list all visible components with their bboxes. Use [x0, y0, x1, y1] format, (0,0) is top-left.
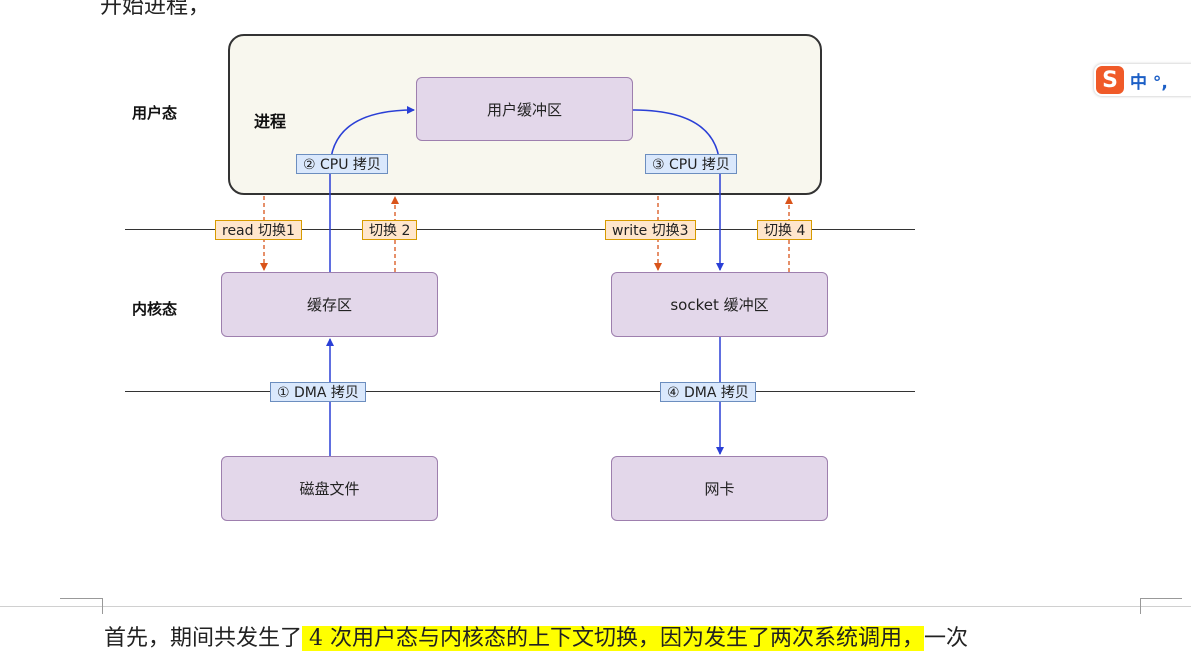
switch-4-tag: 切换 4 [757, 220, 813, 240]
page-corner-mark-left [60, 598, 102, 599]
process-label: 进程 [254, 112, 287, 131]
user-mode-label: 用户态 [132, 104, 178, 122]
body-text-suffix: 一次 [924, 626, 969, 651]
sogou-logo-icon[interactable]: S [1096, 66, 1124, 94]
kernel-cache-box: 缓存区 [221, 272, 438, 337]
cpu-copy-tag-2: ② CPU 拷贝 [296, 154, 388, 174]
page-corner-mark-left-v [102, 598, 103, 614]
page-separator [0, 606, 1191, 607]
kernel-hardware-boundary-line [125, 391, 915, 392]
cpu-copy-arrow-to-user [329, 106, 415, 272]
page-corner-mark-right [1140, 598, 1182, 599]
ime-toolbar[interactable]: S 中 °, [1094, 64, 1191, 96]
page-corner-mark-right-v [1140, 598, 1141, 614]
ime-mode-indicator[interactable]: 中 °, [1130, 72, 1168, 93]
nic-box: 网卡 [611, 456, 828, 521]
top-text-fragment: 开始进程， [100, 0, 211, 19]
switch-2-tag: 切换 2 [362, 220, 418, 240]
body-paragraph: 首先，期间共发生了 4 次用户态与内核态的上下文切换，因为发生了两次系统调用，一… [104, 620, 968, 652]
user-buffer-box: 用户缓冲区 [416, 77, 633, 141]
cpu-copy-tag-3: ③ CPU 拷贝 [645, 154, 737, 174]
body-text-prefix: 首先，期间共发生了 [104, 626, 303, 651]
user-kernel-boundary-line [125, 229, 915, 230]
disk-file-box: 磁盘文件 [221, 456, 438, 521]
kernel-mode-label: 内核态 [132, 300, 178, 318]
write-switch-tag: write 切换3 [605, 220, 696, 240]
socket-buffer-box: socket 缓冲区 [611, 272, 828, 337]
read-switch-tag: read 切换1 [215, 220, 302, 240]
cpu-copy-arrow-to-socket [632, 109, 724, 271]
body-text-highlight: 4 次用户态与内核态的上下文切换，因为发生了两次系统调用， [302, 626, 925, 651]
dma-copy-tag-1: ① DMA 拷贝 [270, 382, 366, 402]
dma-copy-tag-4: ④ DMA 拷贝 [660, 382, 756, 402]
